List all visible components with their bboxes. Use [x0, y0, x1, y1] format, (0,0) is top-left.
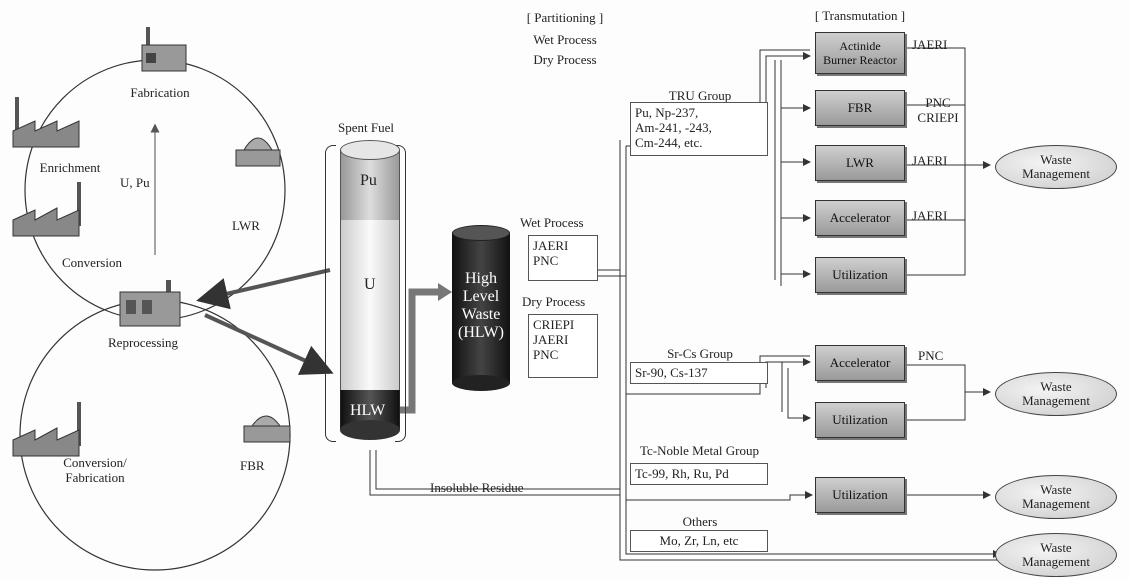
actinide-burner-reactor-box: Actinide Burner Reactor: [815, 32, 905, 74]
actinide-burner-org: JAERI: [912, 37, 947, 52]
wet-process-orgs: JAERI PNC: [528, 235, 598, 281]
partitioning-wet-label: Wet Process: [500, 32, 630, 47]
conversion-fabrication-label: Conversion/ Fabrication: [40, 455, 150, 485]
others-group-title: Others: [640, 514, 760, 529]
tru-group-title: TRU Group: [640, 88, 760, 103]
lwr-label: LWR: [232, 218, 260, 233]
srcs-group-title: Sr-Cs Group: [640, 346, 760, 361]
lwr-box: LWR: [815, 145, 905, 181]
others-group-members: Mo, Zr, Ln, etc: [630, 530, 768, 552]
accelerator-box: Accelerator: [815, 200, 905, 236]
reprocessing-plant-icon: [112, 278, 192, 333]
partitioning-dry-label: Dry Process: [500, 52, 630, 67]
spent-fuel-title: Spent Fuel: [338, 120, 394, 135]
srcs-accelerator-box: Accelerator: [815, 345, 905, 381]
fbr-reactor-icon: [238, 400, 298, 450]
fabrication-factory-icon: [120, 15, 200, 85]
waste-management-oval-1: Waste Management: [995, 145, 1117, 189]
wet-process-label: Wet Process: [520, 215, 584, 230]
dry-process-orgs: CRIEPI JAERI PNC: [528, 314, 598, 378]
accelerator-org: JAERI: [912, 208, 947, 223]
conversion-factory-icon: [5, 180, 95, 240]
insoluble-residue-label: Insoluble Residue: [430, 480, 524, 495]
srcs-accelerator-org: PNC: [918, 348, 943, 363]
lwr-org: JAERI: [912, 153, 947, 168]
enrichment-label: Enrichment: [20, 160, 120, 175]
waste-management-oval-4: Waste Management: [995, 533, 1117, 577]
tc-group-members: Tc-99, Rh, Ru, Pd: [630, 463, 768, 485]
fbr-label: FBR: [240, 458, 265, 473]
transmutation-heading: [ Transmutation ]: [800, 8, 920, 23]
conversion-fabrication-factory-icon: [5, 400, 95, 460]
hlw-label: HLW: [350, 402, 385, 420]
high-level-waste-label: High Level Waste (HLW): [448, 270, 514, 342]
fbr-box: FBR: [815, 90, 905, 126]
fbr-org: PNC CRIEPI: [908, 95, 968, 125]
srcs-utilization-box: Utilization: [815, 402, 905, 438]
tru-group-members: Pu, Np-237, Am-241, -243, Cm-244, etc.: [630, 102, 768, 156]
tc-utilization-box: Utilization: [815, 477, 905, 513]
dry-process-label: Dry Process: [522, 294, 585, 309]
spent-fuel-bracket: [325, 145, 336, 442]
u-label: U: [364, 276, 376, 294]
spent-fuel-to-reprocessing-arrow: [200, 270, 330, 300]
waste-management-oval-3: Waste Management: [995, 475, 1117, 519]
lwr-reactor-icon: [228, 120, 288, 175]
reprocessing-label: Reprocessing: [108, 335, 178, 350]
u-layer: [340, 220, 400, 390]
srcs-group-members: Sr-90, Cs-137: [630, 362, 768, 384]
conversion-label: Conversion: [62, 255, 122, 270]
u-pu-label: U, Pu: [120, 175, 150, 190]
partitioning-heading: [ Partitioning ]: [500, 10, 630, 25]
tc-group-title: Tc-Noble Metal Group: [640, 443, 759, 458]
enrichment-factory-icon: [5, 95, 85, 155]
tru-utilization-box: Utilization: [815, 257, 905, 293]
pu-label: Pu: [360, 172, 377, 190]
reprocessing-to-hlw-arrow: [205, 315, 330, 372]
waste-management-oval-2: Waste Management: [995, 372, 1117, 416]
fabrication-label: Fabrication: [115, 85, 205, 100]
